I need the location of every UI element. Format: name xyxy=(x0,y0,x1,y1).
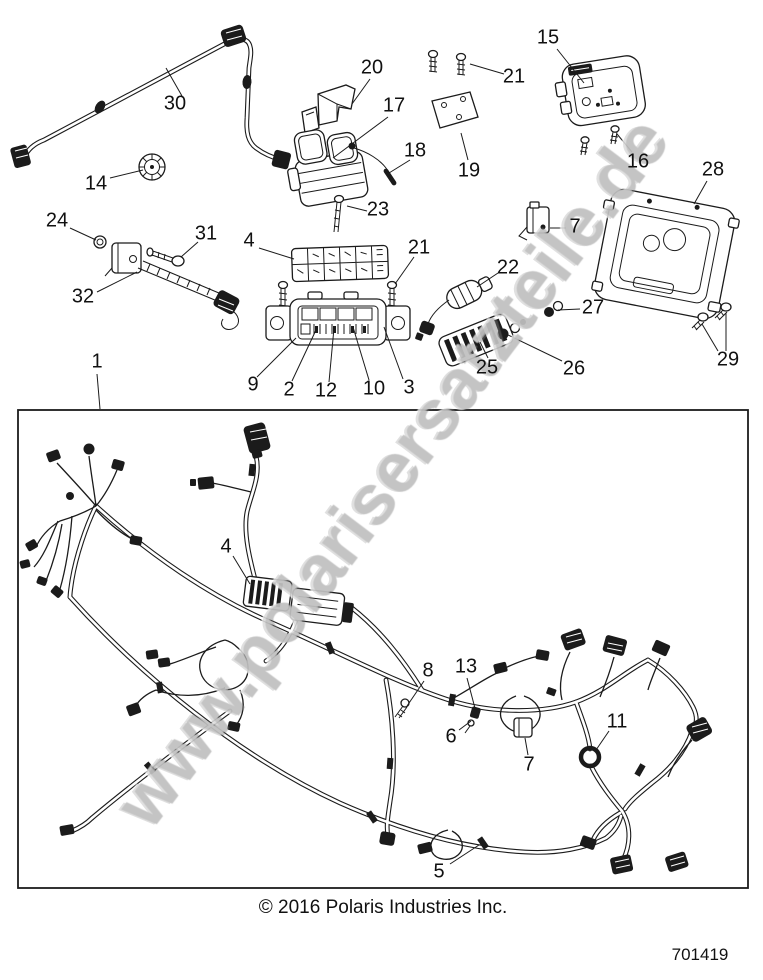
callout-30: 30 xyxy=(163,92,187,115)
callout-21b: 21 xyxy=(407,236,431,259)
part-23-bolt xyxy=(333,194,345,233)
callout-23: 23 xyxy=(366,198,390,221)
callout-7b: 7 xyxy=(523,753,535,776)
part-32-relay-bracket xyxy=(104,242,240,330)
callout-22: 22 xyxy=(496,256,520,279)
callout-25: 25 xyxy=(475,356,499,379)
callout-28: 28 xyxy=(701,158,725,181)
part-15-housing xyxy=(554,55,646,127)
part-14-grommet xyxy=(138,153,166,181)
callout-9: 9 xyxy=(247,373,259,396)
callout-13: 13 xyxy=(454,655,478,678)
part-16-screws xyxy=(579,125,620,156)
callout-26: 26 xyxy=(562,357,586,380)
diagram-part-number: 701419 xyxy=(671,945,729,964)
part-19-plate xyxy=(431,91,479,129)
callout-21a: 21 xyxy=(502,65,526,88)
leader-lines xyxy=(69,48,727,865)
harness-relay xyxy=(513,717,533,738)
part-21-bolt-right xyxy=(386,280,398,307)
part-20-bracket xyxy=(301,84,356,134)
harness-loop-grommet xyxy=(578,745,602,769)
callout-16: 16 xyxy=(626,150,650,173)
part-22-sensor xyxy=(415,276,493,341)
callout-15: 15 xyxy=(536,26,560,49)
callout-5: 5 xyxy=(433,860,445,883)
callout-18: 18 xyxy=(403,139,427,162)
callout-27: 27 xyxy=(581,296,605,319)
harness-fusebox xyxy=(242,575,354,626)
copyright-text: © 2016 Polaris Industries Inc. xyxy=(258,897,508,918)
callout-29: 29 xyxy=(716,348,740,371)
part-21-screws-top xyxy=(427,49,467,76)
part-31-bolt xyxy=(146,247,185,267)
callout-19: 19 xyxy=(457,159,481,182)
part-17-coil xyxy=(287,129,369,207)
callout-4b: 4 xyxy=(220,535,232,558)
harness-box-frame xyxy=(17,409,749,889)
callout-32: 32 xyxy=(71,285,95,308)
callout-1: 1 xyxy=(91,350,103,373)
callout-20: 20 xyxy=(360,56,384,79)
part-30-cable xyxy=(10,24,292,170)
part-28-ecu xyxy=(591,188,740,320)
callout-12: 12 xyxy=(314,379,338,402)
callout-17: 17 xyxy=(382,94,406,117)
callout-31: 31 xyxy=(194,222,218,245)
part-4-fuse-decal xyxy=(290,244,390,283)
part-26-plugs xyxy=(497,319,526,340)
callout-7a: 7 xyxy=(569,215,581,238)
main-harness xyxy=(19,422,713,875)
callout-2: 2 xyxy=(283,378,295,401)
part-25-fuse-strip xyxy=(438,313,514,367)
part-27-plugs xyxy=(544,300,564,317)
callout-4a: 4 xyxy=(243,229,255,252)
callout-8: 8 xyxy=(422,659,434,682)
part-7-sensor-top xyxy=(518,201,550,241)
part-2-fuse-block xyxy=(265,291,411,346)
harness-screw-8 xyxy=(394,698,410,719)
part-21-bolt-left xyxy=(277,280,289,307)
callout-24: 24 xyxy=(45,209,69,232)
part-24-nut xyxy=(93,235,107,249)
callout-3: 3 xyxy=(403,376,415,399)
callout-6: 6 xyxy=(445,725,457,748)
part-18-lead-wire xyxy=(348,142,397,186)
part-29-screws xyxy=(691,302,732,331)
callout-11: 11 xyxy=(606,710,628,733)
callout-10: 10 xyxy=(362,377,386,400)
harness-clip-13 xyxy=(464,706,481,734)
callout-14: 14 xyxy=(84,172,108,195)
